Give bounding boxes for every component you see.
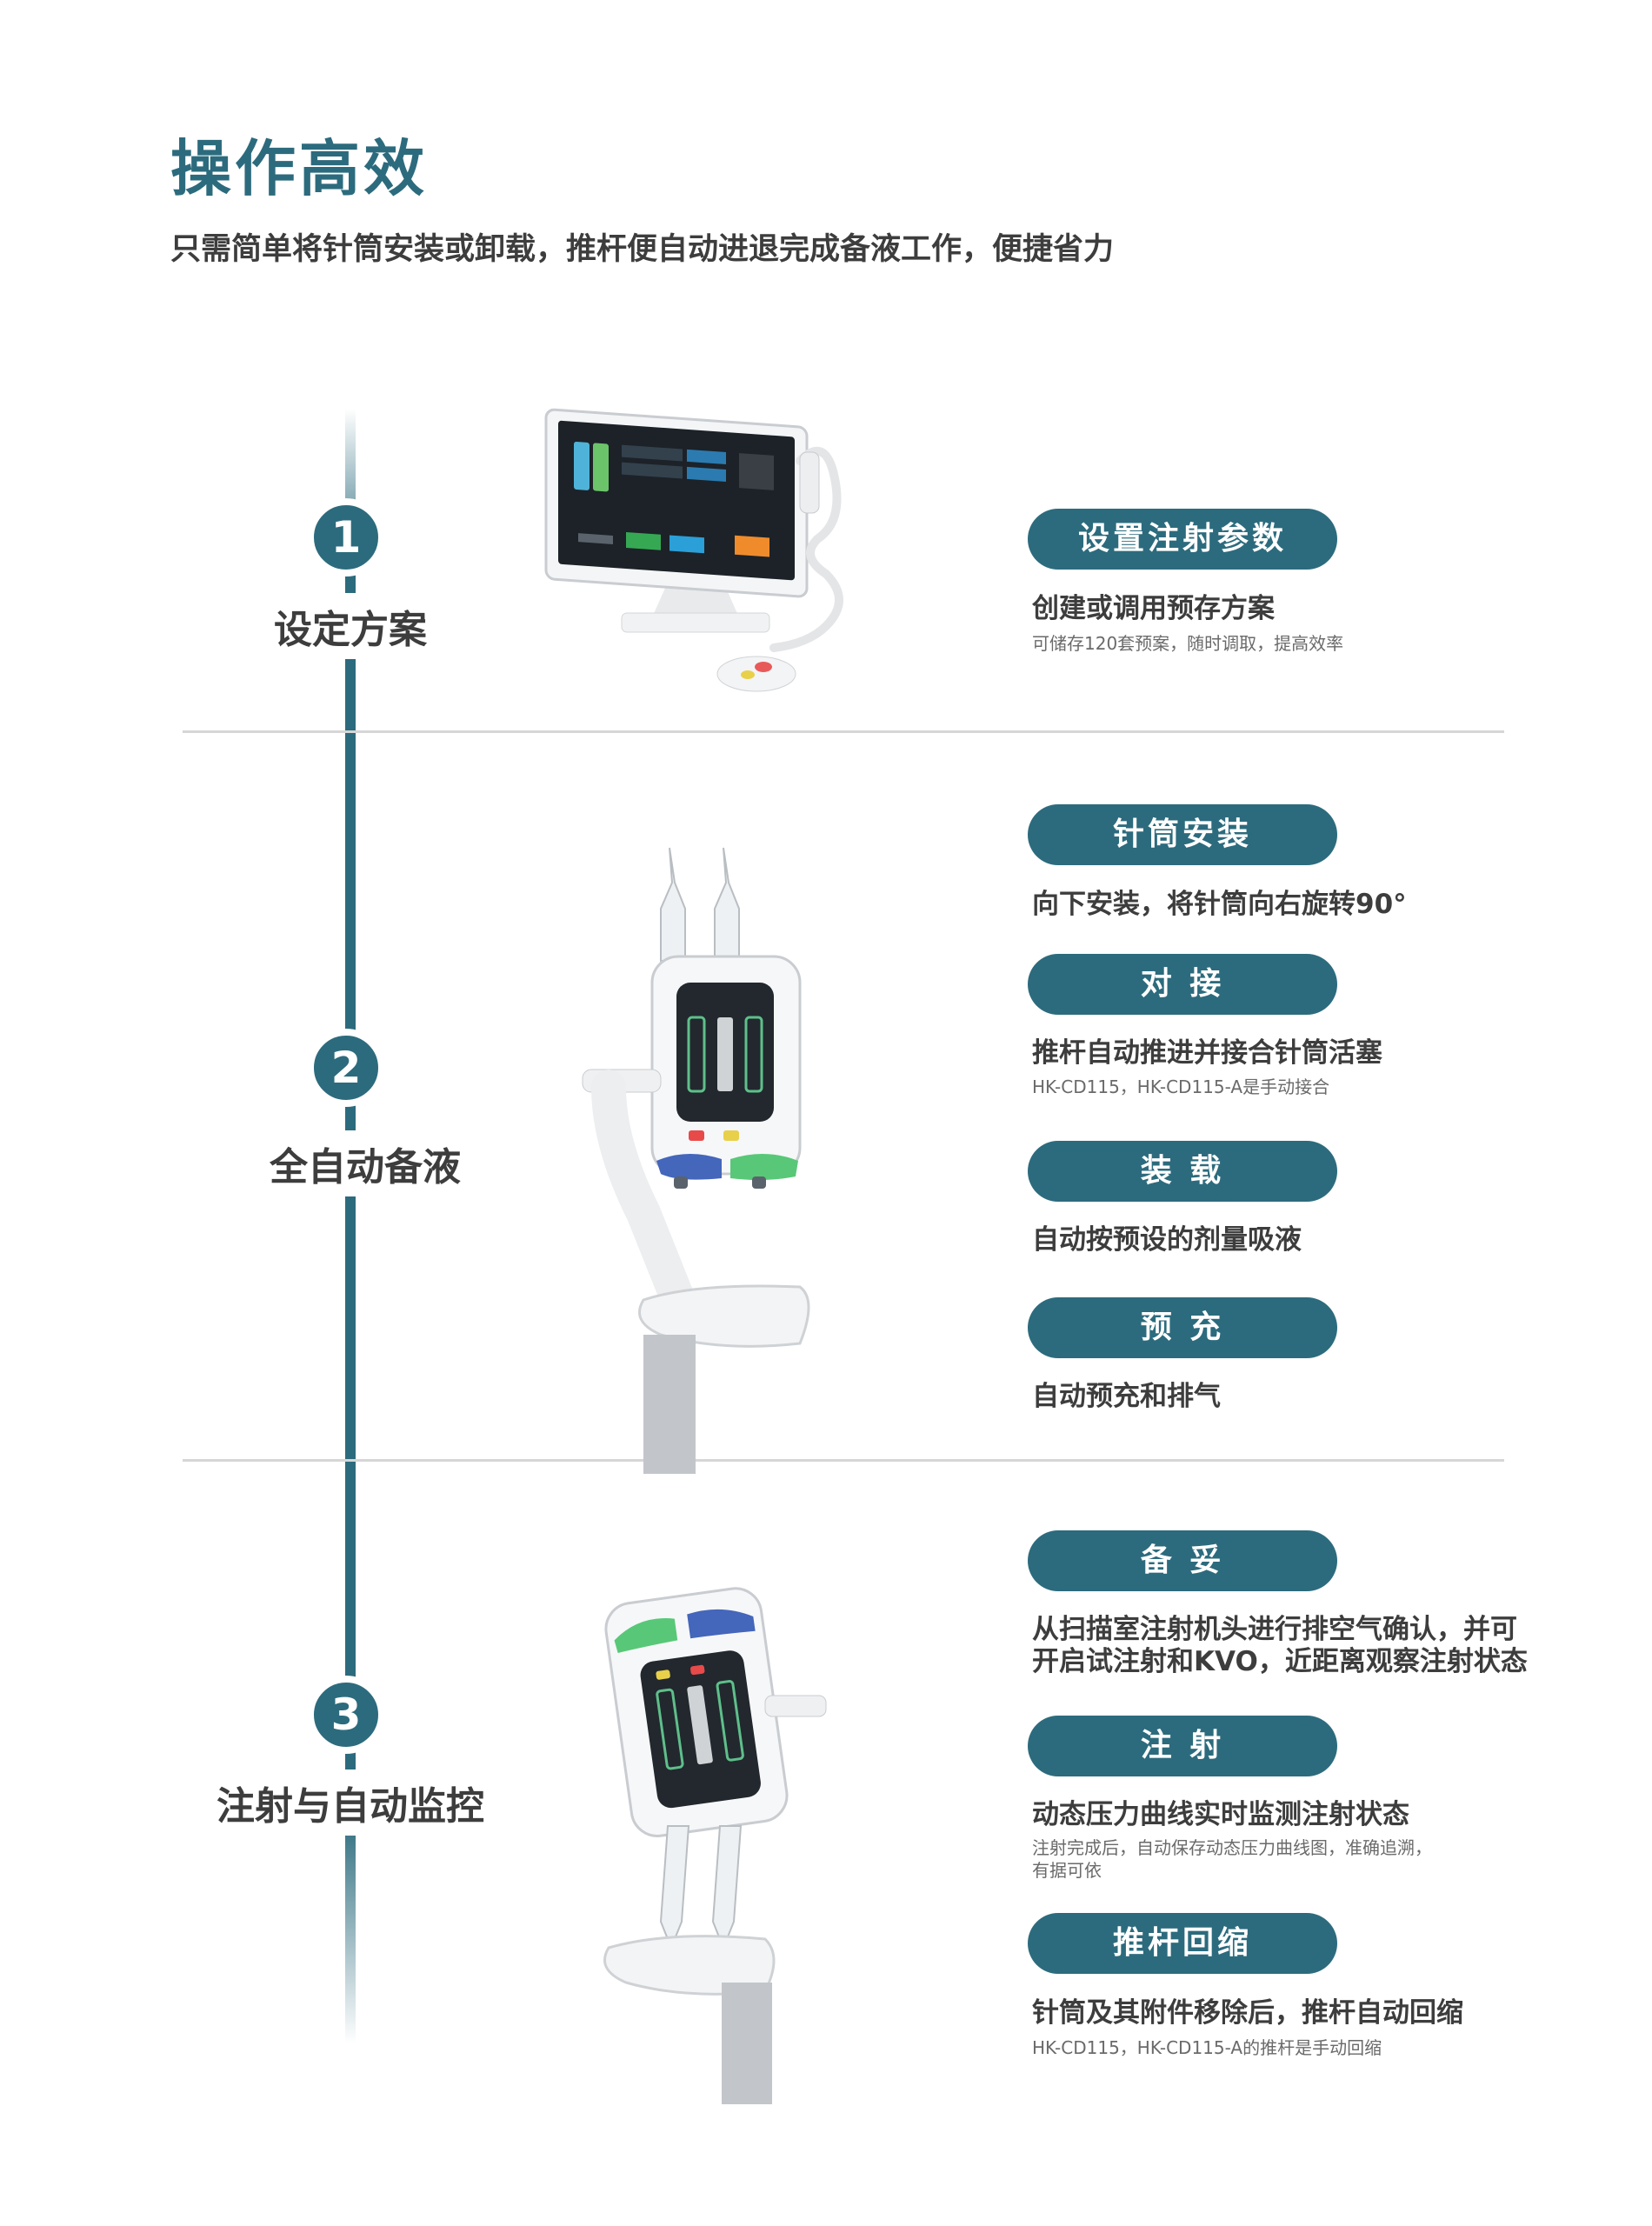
step-3-desc-inject: 动态压力曲线实时监测注射状态	[1032, 1799, 1409, 1830]
step-1-label: 设定方案	[133, 593, 568, 659]
control-console-image	[544, 408, 843, 692]
step-2-desc-install: 向下安装，将针筒向右旋转90°	[1032, 889, 1407, 920]
step-2-desc-load: 自动按预设的剂量吸液	[1032, 1224, 1302, 1256]
step-1-pill-set-params: 设置注射参数	[1028, 509, 1337, 570]
section-divider	[183, 1459, 1504, 1462]
step-1-desc: 创建或调用预存方案	[1032, 593, 1275, 624]
step-3-note-retract: HK-CD115，HK-CD115-A的推杆是手动回缩	[1032, 2037, 1382, 2058]
injector-head-inject-image	[603, 1587, 827, 2104]
step-3-desc-retract: 针筒及其附件移除后，推杆自动回缩	[1032, 1997, 1463, 2029]
step-3-desc-ready-line1: 从扫描室注射机头进行排空气确认，并可	[1032, 1614, 1517, 1645]
step-2-desc-prime: 自动预充和排气	[1032, 1381, 1221, 1412]
step-2-pill-syringe-install: 针筒安装	[1028, 804, 1337, 865]
step-1-number: 1	[307, 498, 385, 576]
step-3-number: 3	[307, 1676, 385, 1754]
step-2-note-dock: HK-CD115，HK-CD115-A是手动接合	[1032, 1076, 1330, 1097]
step-3-note-inject-line2: 有据可依	[1032, 1860, 1102, 1881]
step-2-pill-load: 装 载	[1028, 1141, 1337, 1202]
step-3-desc-ready-line2: 开启试注射和KVO，近距离观察注射状态	[1032, 1646, 1528, 1677]
step-1-note: 可储存120套预案，随时调取，提高效率	[1032, 633, 1344, 654]
step-2-number: 2	[307, 1029, 385, 1107]
step-2-pill-prime: 预 充	[1028, 1297, 1337, 1358]
step-3-pill-inject: 注 射	[1028, 1716, 1337, 1776]
step-2-label: 全自动备液	[148, 1130, 583, 1196]
step-2-desc-dock: 推杆自动推进并接合针筒活塞	[1032, 1037, 1382, 1069]
step-3-label: 注射与自动监控	[133, 1769, 568, 1836]
timeline-line	[345, 409, 356, 2043]
section-divider	[183, 730, 1504, 733]
step-3-pill-ready: 备 妥	[1028, 1530, 1337, 1591]
injector-head-load-image	[582, 847, 810, 1474]
page-subtitle: 只需简单将针筒安装或卸载，推杆便自动进退完成备液工作，便捷省力	[170, 232, 1115, 267]
step-3-note-inject-line1: 注射完成后，自动保存动态压力曲线图，准确追溯，	[1032, 1837, 1432, 1858]
step-3-pill-retract: 推杆回缩	[1028, 1913, 1337, 1974]
step-2-pill-dock: 对 接	[1028, 954, 1337, 1015]
page-title: 操作高效	[170, 133, 428, 204]
